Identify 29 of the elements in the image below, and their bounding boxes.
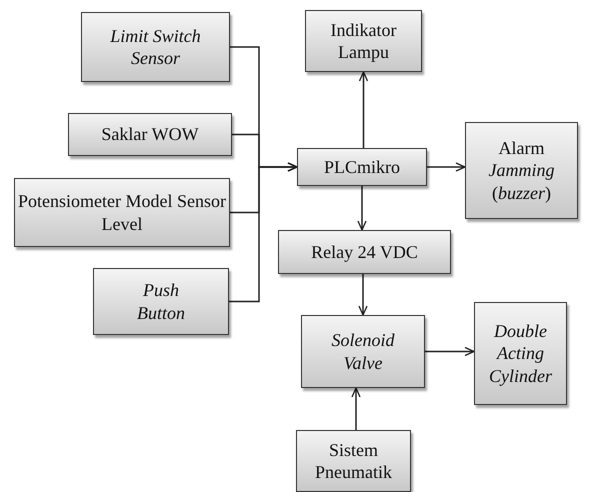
process-box <box>68 113 232 156</box>
box-label: Solenoid Valve <box>330 329 396 374</box>
process-box <box>474 302 567 405</box>
box-label: Indikator Lampu <box>330 18 398 64</box>
box-label: Limit Switch Sensor <box>109 24 202 70</box>
box-label: Alarm Jamming (buzzer) <box>488 136 556 204</box>
box-label: Saklar WOW <box>101 123 199 146</box>
process-box <box>305 10 422 72</box>
arrow <box>229 162 298 302</box>
box-label: Relay 24 VDC <box>311 240 418 264</box>
box-label: Potensiometer Model Sensor Level <box>17 190 227 235</box>
process-box <box>301 315 425 388</box>
arrow <box>358 274 368 316</box>
process-box <box>81 12 230 82</box>
arrow <box>425 346 475 356</box>
process-box <box>297 148 427 186</box>
process-box <box>296 430 411 492</box>
process-box <box>465 122 578 219</box>
box-label: Push Button <box>136 279 186 324</box>
arrow <box>351 387 361 430</box>
process-box <box>278 230 451 274</box>
box-label: Sistem Pneumatik <box>314 438 393 484</box>
arrow <box>358 71 368 148</box>
arrow <box>357 186 367 231</box>
box-label: PLCmikro <box>324 156 400 178</box>
process-box <box>14 178 230 247</box>
arrow <box>427 162 466 172</box>
box-label: Double Acting Cylinder <box>488 320 553 388</box>
process-box <box>93 268 229 335</box>
